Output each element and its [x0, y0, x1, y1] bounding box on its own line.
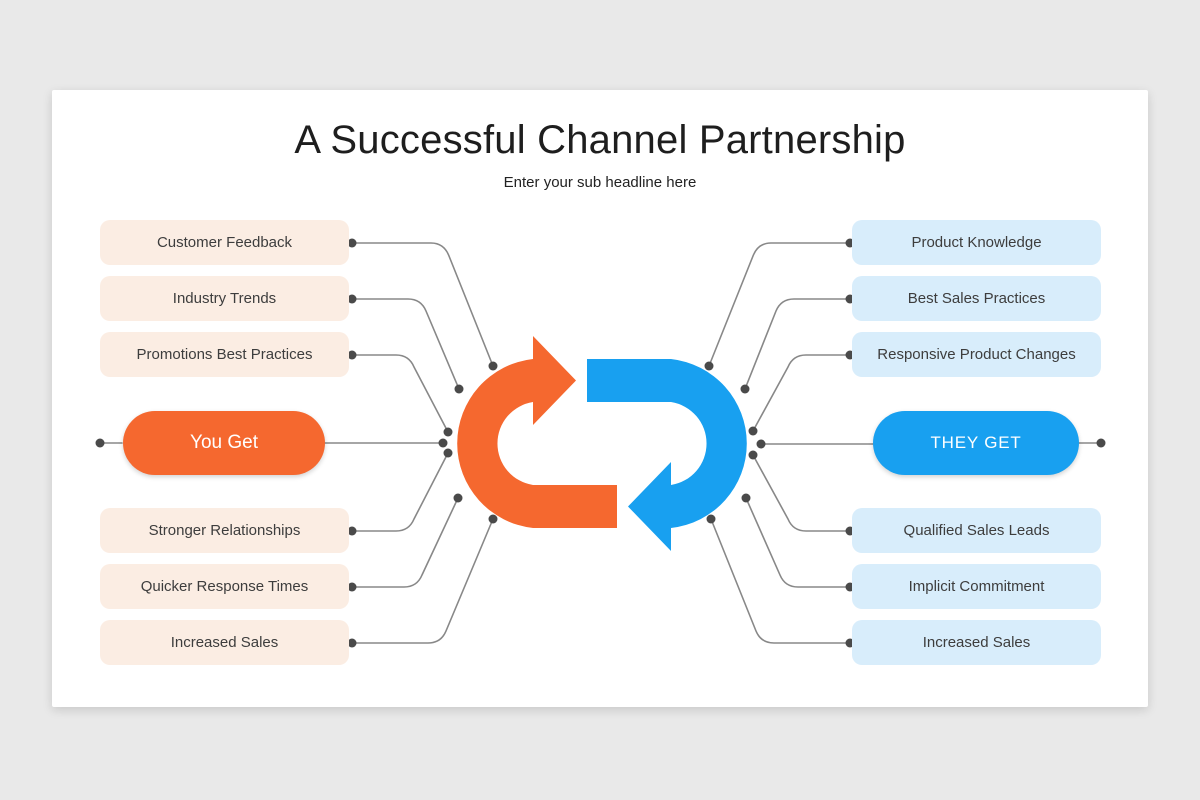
benefit-box-increased-sales-right: Increased Sales	[852, 620, 1101, 665]
benefit-label: Qualified Sales Leads	[903, 522, 1050, 539]
benefit-label: Product Knowledge	[911, 234, 1042, 251]
benefit-label: Increased Sales	[170, 634, 279, 651]
benefit-label: Responsive Product Changes	[877, 346, 1076, 363]
benefit-box-stronger-relationships: Stronger Relationships	[100, 508, 349, 553]
benefit-label: Quicker Response Times	[140, 578, 309, 595]
benefit-box-responsive-product-changes: Responsive Product Changes	[852, 332, 1101, 377]
benefit-box-promotions-best-practices: Promotions Best Practices	[100, 332, 349, 377]
benefit-box-industry-trends: Industry Trends	[100, 276, 349, 321]
benefit-label: Customer Feedback	[156, 234, 293, 251]
you-get-pill: You Get	[123, 411, 325, 475]
benefit-box-best-sales-practices: Best Sales Practices	[852, 276, 1101, 321]
pill-label: You Get	[190, 432, 258, 453]
benefit-box-increased-sales-left: Increased Sales	[100, 620, 349, 665]
benefit-label: Promotions Best Practices	[136, 346, 313, 363]
benefit-box-product-knowledge: Product Knowledge	[852, 220, 1101, 265]
page-title: A Successful Channel Partnership	[294, 118, 906, 162]
benefit-box-implicit-commitment: Implicit Commitment	[852, 564, 1101, 609]
benefit-label: Industry Trends	[172, 290, 277, 307]
benefit-label: Stronger Relationships	[148, 522, 301, 539]
benefit-box-qualified-sales-leads: Qualified Sales Leads	[852, 508, 1101, 553]
benefit-label: Implicit Commitment	[908, 578, 1045, 595]
benefit-label: Best Sales Practices	[907, 290, 1046, 307]
they-get-pill: THEY GET	[873, 411, 1079, 475]
benefit-label: Increased Sales	[922, 634, 1031, 651]
benefit-box-customer-feedback: Customer Feedback	[100, 220, 349, 265]
pill-label: THEY GET	[930, 433, 1022, 452]
benefit-box-quicker-response-times: Quicker Response Times	[100, 564, 349, 609]
page-subtitle: Enter your sub headline here	[503, 174, 697, 191]
